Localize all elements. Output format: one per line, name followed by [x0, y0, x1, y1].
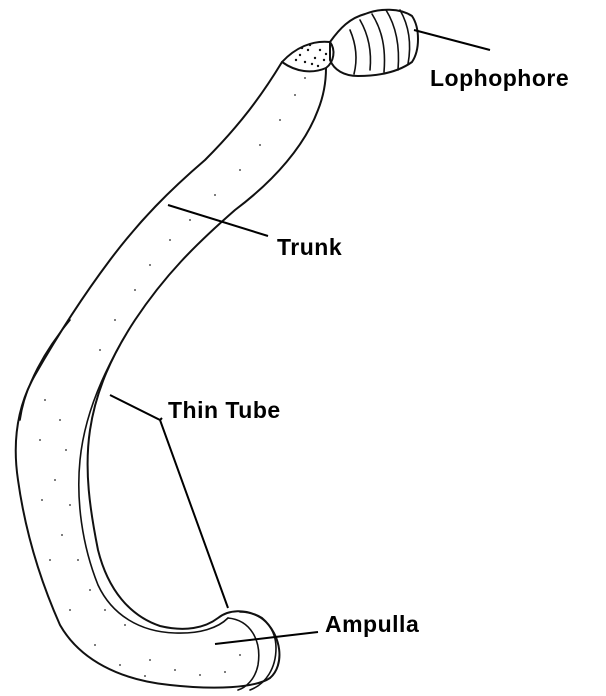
tentacle-4: [400, 10, 410, 64]
thin-tube-front-outline: [20, 320, 70, 420]
thin-tube-label: Thin Tube: [168, 397, 281, 423]
lophophore-leader: [414, 30, 490, 50]
lophophore-label: Lophophore: [430, 65, 569, 91]
ampulla-inner-curve: [228, 618, 259, 690]
ampulla-leader: [215, 632, 318, 644]
tentacle-5: [350, 30, 356, 74]
trunk-label: Trunk: [277, 234, 342, 260]
tentacle-2: [372, 14, 385, 72]
neck-outline: [282, 42, 333, 72]
tentacle-1: [360, 20, 371, 70]
worm-body: [16, 62, 326, 690]
lophophore-drawing: [282, 10, 418, 76]
ampulla-label: Ampulla: [325, 611, 419, 637]
trunk-outline: [16, 62, 326, 688]
thin-tube-label-leader: [160, 418, 162, 420]
stipple-shading: [39, 77, 306, 677]
thin-tube-leader: [110, 395, 228, 608]
leader-lines: [110, 30, 490, 644]
tentacle-3: [386, 10, 399, 70]
trunk-leader: [168, 205, 268, 236]
